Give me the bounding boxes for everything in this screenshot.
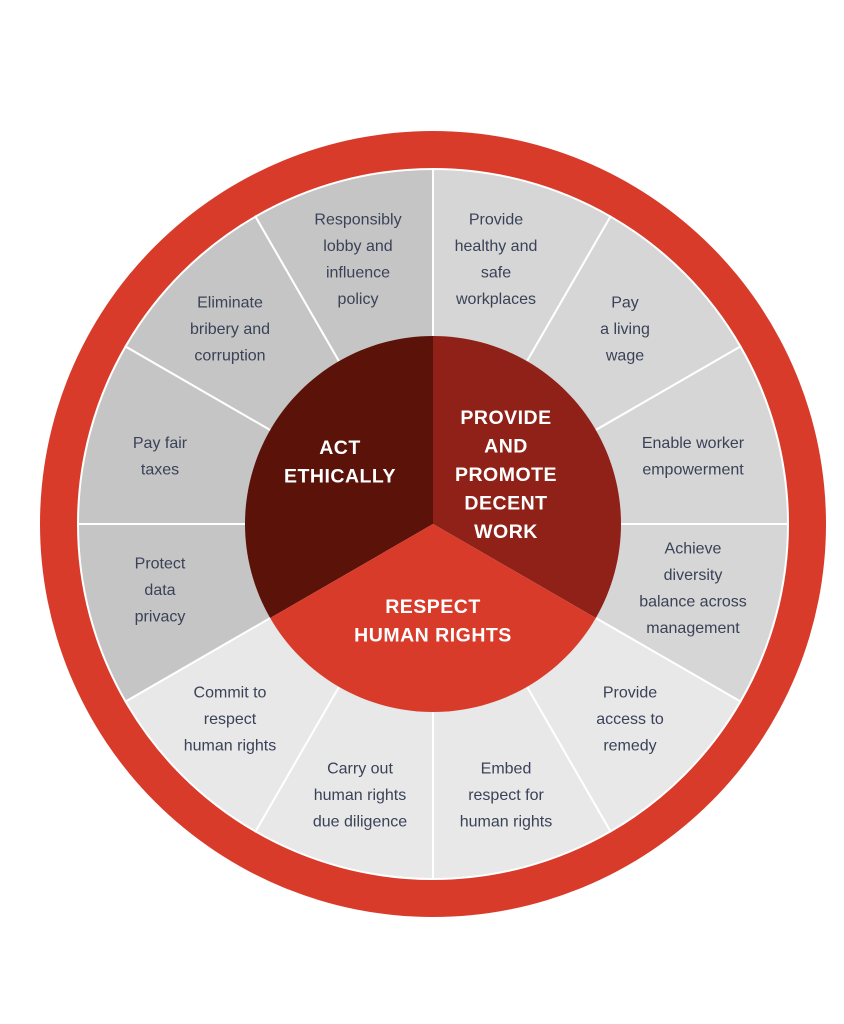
- segment-label-line: human rights: [184, 738, 277, 755]
- segment-label-line: remedy: [603, 738, 656, 755]
- segment-label-line: access to: [596, 711, 664, 728]
- segment-label-line: human rights: [314, 787, 407, 804]
- core-sector-provide-and-promote-decent-work: [433, 336, 621, 618]
- segment-label-line: wage: [605, 348, 644, 365]
- segment-label-pay-fair-taxes: Pay fair taxes: [133, 435, 188, 479]
- segment-label-line: Pay: [611, 295, 639, 312]
- segment-label-line: respect: [204, 711, 257, 728]
- segment-label-line: balance across: [639, 593, 747, 610]
- segment-label-line: Responsibly: [314, 211, 401, 228]
- segment-label-line: data: [144, 582, 175, 599]
- core-label-line: ETHICALLY: [284, 465, 396, 487]
- segment-label-line: Carry out: [327, 761, 393, 778]
- segment-label-provide-healthy-and-safe-workplaces: Provide healthy and safe workplaces: [455, 211, 538, 307]
- segment-label-line: influence: [326, 264, 390, 281]
- core-label-line: AND: [484, 436, 528, 458]
- segment-label-line: healthy and: [455, 238, 538, 255]
- segment-label-line: Commit to: [194, 685, 267, 702]
- segment-label-line: Eliminate: [197, 295, 263, 312]
- core-label-respect-human-rights: RESPECT HUMAN RIGHTS: [354, 596, 512, 647]
- segment-label-line: management: [646, 620, 740, 637]
- segment-label-carry-out-human-rights-due-diligence: Carry out human rights due diligence: [313, 761, 407, 831]
- segment-label-responsibly-lobby-and-influence-policy: Responsibly lobby and influence policy: [314, 211, 401, 307]
- segment-label-line: Enable worker: [642, 435, 745, 452]
- core-label-line: PROMOTE: [455, 464, 557, 486]
- core-layer: ACT ETHICALLY PROVIDE AND PROMOTE DECENT WORK R…: [245, 336, 621, 712]
- segment-label-line: policy: [338, 291, 379, 308]
- segment-label-line: workplaces: [455, 291, 536, 308]
- segment-label-line: corruption: [194, 348, 265, 365]
- segment-label-enable-worker-empowerment: Enable worker empowerment: [642, 435, 745, 479]
- segment-label-line: human rights: [460, 814, 553, 831]
- segment-label-line: taxes: [141, 461, 179, 478]
- core-sector-act-ethically: [245, 336, 433, 618]
- segment-label-commit-to-respect-human-rights: Commit to respect human rights: [184, 685, 277, 755]
- segment-label-line: Provide: [603, 685, 657, 702]
- segment-label-line: a living: [600, 321, 650, 338]
- segment-label-line: lobby and: [323, 238, 392, 255]
- core-label-line: WORK: [474, 521, 538, 543]
- core-sector-respect-human-rights: [270, 524, 596, 712]
- segment-label-line: Protect: [135, 556, 186, 573]
- segment-label-line: Achieve: [665, 540, 722, 557]
- segment-label-line: Embed: [481, 761, 532, 778]
- core-label-line: PROVIDE: [460, 407, 551, 429]
- segment-label-line: privacy: [135, 609, 186, 626]
- segment-label-achieve-diversity-balance: Achieve diversity balance across management: [639, 540, 747, 637]
- segment-label-line: Provide: [469, 211, 523, 228]
- segment-label-line: Pay fair: [133, 435, 188, 452]
- segment-label-embed-respect-for-human-rights: Embed respect for human rights: [460, 761, 553, 831]
- segment-label-pay-a-living-wage: Pay a living wage: [600, 295, 650, 365]
- segment-label-protect-data-privacy: Protect data privacy: [135, 556, 186, 626]
- segment-label-line: respect for: [468, 787, 544, 804]
- core-label-act-ethically: ACT ETHICALLY: [284, 437, 396, 488]
- segment-label-line: empowerment: [642, 461, 744, 478]
- core-label-line: RESPECT: [385, 596, 481, 618]
- segment-label-provide-access-to-remedy: Provide access to remedy: [596, 685, 664, 755]
- core-label-line: DECENT: [464, 493, 547, 515]
- segment-label-line: safe: [481, 264, 511, 281]
- core-label-line: HUMAN RIGHTS: [354, 624, 512, 646]
- segment-label-line: bribery and: [190, 321, 270, 338]
- segment-label-line: diversity: [664, 567, 723, 584]
- core-label-provide-and-promote-decent-work: PROVIDE AND PROMOTE DECENT WORK: [455, 407, 557, 543]
- core-label-line: ACT: [319, 437, 361, 459]
- segment-label-eliminate-bribery-and-corruption: Eliminate bribery and corruption: [190, 295, 270, 365]
- segment-label-line: due diligence: [313, 814, 407, 831]
